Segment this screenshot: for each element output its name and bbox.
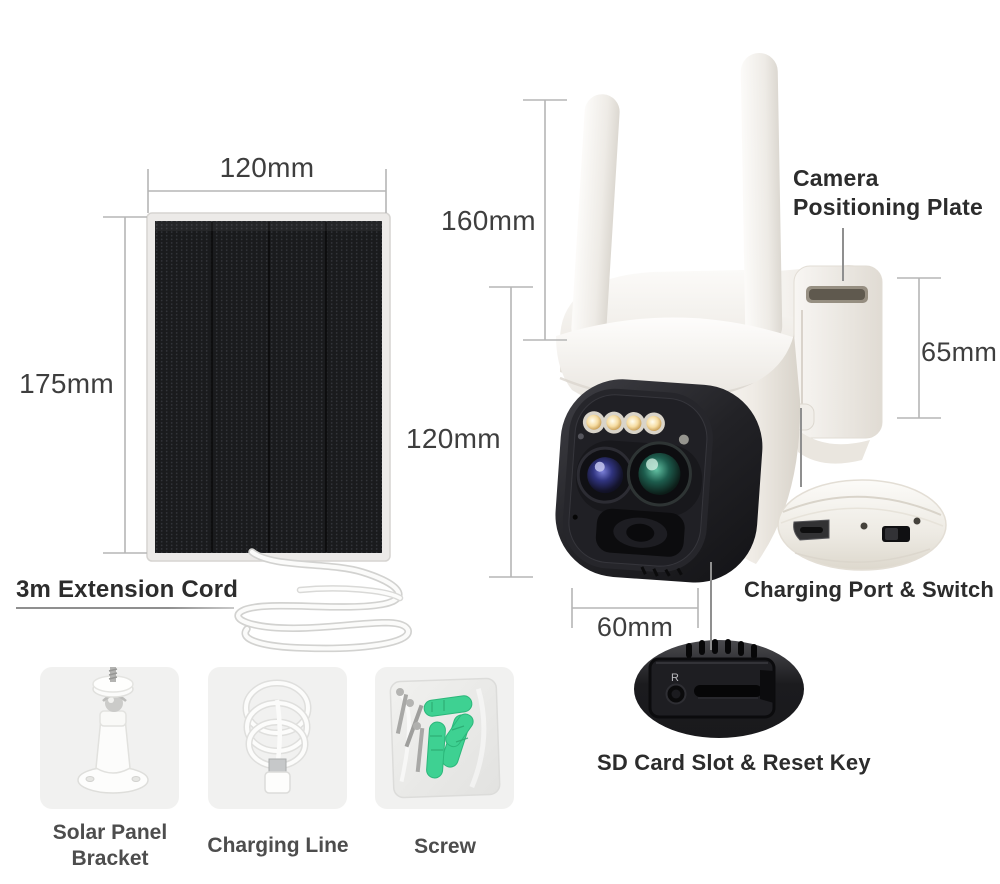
camera-width-label: 60mm xyxy=(596,612,674,642)
solar-panel xyxy=(146,212,391,562)
positioning-plate-label: Camera Positioning Plate xyxy=(793,165,983,220)
usb-connector xyxy=(264,758,291,794)
sd-card-slot xyxy=(694,685,762,699)
bracket-accessory-label: Solar Panel Bracket xyxy=(52,821,168,870)
indicator-hole xyxy=(860,522,868,530)
light-sensor xyxy=(678,434,689,445)
head-vents xyxy=(640,566,683,577)
solar-width-dimension xyxy=(147,169,387,213)
sd-card-label: SD Card Slot & Reset Key xyxy=(597,750,871,775)
right-antenna xyxy=(740,53,783,345)
extension-cord-label: 3m Extension Cord xyxy=(16,576,239,603)
positioning-plate xyxy=(766,265,883,464)
reset-button xyxy=(665,683,687,705)
camera-total-height-dimension xyxy=(523,99,567,341)
charging-line-accessory-label: Charging Line xyxy=(207,834,349,857)
reset-key-letter: R xyxy=(671,672,679,684)
power-switch xyxy=(882,526,910,542)
camera-head xyxy=(555,379,763,583)
zoom-lens xyxy=(626,441,692,507)
screw-accessory-label: Screw xyxy=(414,835,476,858)
extension-cord xyxy=(234,548,412,653)
sd-card-inset: R xyxy=(634,639,804,738)
status-led xyxy=(577,433,584,440)
micro-usb-port xyxy=(793,519,830,541)
extension-cord-underline xyxy=(16,607,234,609)
reset-hole xyxy=(913,517,921,525)
solar-height-label: 175mm xyxy=(19,368,114,399)
left-antenna xyxy=(571,94,620,346)
led-spotlights xyxy=(582,411,665,435)
solar-height-dimension xyxy=(103,216,147,554)
bottom-vents xyxy=(686,639,757,659)
camera-total-height-label: 160mm xyxy=(441,205,536,236)
screws xyxy=(395,688,425,773)
charging-line xyxy=(242,679,312,794)
wide-angle-lens xyxy=(576,446,634,504)
pir-sensor-window xyxy=(595,508,685,557)
charging-port-label: Charging Port & Switch xyxy=(744,577,995,602)
camera-width-dimension xyxy=(571,588,699,628)
solar-width-label: 120mm xyxy=(219,152,315,183)
plate-height-dimension xyxy=(897,277,941,419)
camera-body-height-label: 120mm xyxy=(406,423,501,454)
solar-cell-seams xyxy=(211,222,327,552)
plate-height-label: 65mm xyxy=(921,337,998,367)
microphone-hole xyxy=(572,514,578,520)
security-camera xyxy=(555,53,883,583)
camera-body-height-dimension xyxy=(489,286,533,578)
charging-port-inset xyxy=(777,479,947,571)
accessory-thumbnails xyxy=(40,667,514,809)
dimension-lines xyxy=(103,99,941,628)
solar-panel-bracket xyxy=(77,667,149,794)
screw-pack xyxy=(389,677,501,799)
pointer-lines xyxy=(710,228,844,650)
